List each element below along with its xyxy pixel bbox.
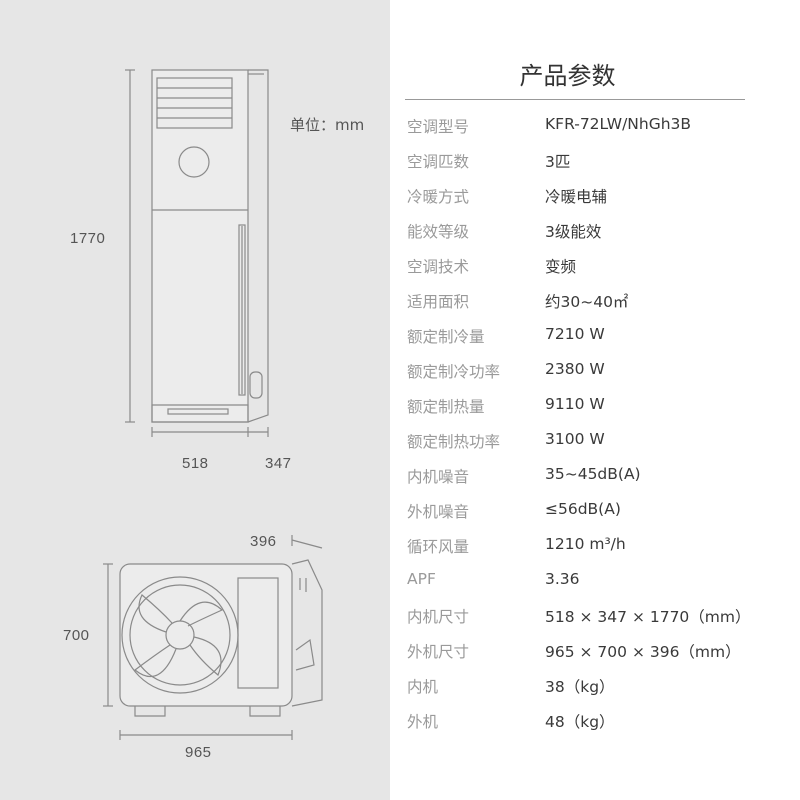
spec-value: 1210 m³/h (545, 535, 626, 553)
spec-key: 内机尺寸 (407, 608, 470, 626)
outdoor-width-label: 965 (185, 744, 212, 761)
spec-key: 空调匹数 (407, 153, 470, 171)
spec-panel: 产品参数 空调型号 KFR-72LW/NhGh3B 空调匹数 3匹冷暖方式 冷暖电辅能效… (390, 0, 800, 800)
spec-key: 外机 (407, 713, 439, 731)
dimension-diagram (103, 69, 323, 740)
spec-value: 3.36 (545, 570, 580, 588)
spec-value: 2380 W (545, 360, 605, 378)
indoor-width-label: 518 (182, 455, 209, 472)
spec-key: 空调型号 (407, 118, 470, 136)
spec-row: 冷暖方式 冷暖电辅 (390, 185, 800, 220)
spec-divider (405, 99, 745, 100)
spec-row: 额定制冷功率 2380 W (390, 360, 800, 395)
spec-key: 能效等级 (407, 223, 470, 241)
spec-value: 7210 W (545, 325, 605, 343)
spec-value: 9110 W (545, 395, 605, 413)
spec-title: 产品参数 (519, 62, 616, 90)
spec-row: 外机 48（kg） (390, 710, 800, 745)
indoor-depth-label: 347 (265, 455, 292, 472)
dimension-diagram-panel: 单位：mm 1770 518 347 396 700 965 (0, 0, 390, 800)
spec-value: 变频 (545, 258, 577, 276)
spec-key: 额定制热量 (407, 398, 485, 416)
spec-key: 额定制冷功率 (407, 363, 501, 381)
spec-row: 内机尺寸 518 × 347 × 1770（mm） (390, 605, 800, 640)
spec-row: 额定制冷量 7210 W (390, 325, 800, 360)
spec-key: 额定制冷量 (407, 328, 485, 346)
spec-row: 外机噪音 ≤56dB(A) (390, 500, 800, 535)
spec-row: 能效等级 3级能效 (390, 220, 800, 255)
spec-row: 额定制热量 9110 W (390, 395, 800, 430)
spec-key: 外机噪音 (407, 503, 470, 521)
unit-label: 单位：mm (290, 116, 365, 134)
spec-value: ≤56dB(A) (545, 500, 621, 518)
spec-value: 48（kg） (545, 713, 615, 731)
spec-key: 额定制热功率 (407, 433, 501, 451)
spec-row: 内机 38（kg） (390, 675, 800, 710)
spec-value: KFR-72LW/NhGh3B (545, 115, 692, 133)
spec-key: 内机噪音 (407, 468, 470, 486)
spec-key: 内机 (407, 678, 439, 696)
spec-value: 35~45dB(A) (545, 465, 641, 483)
outdoor-unit-drawing (103, 535, 323, 740)
spec-value: 3100 W (545, 430, 605, 448)
indoor-height-label: 1770 (70, 230, 106, 247)
spec-value: 冷暖电辅 (545, 188, 608, 206)
spec-key: 空调技术 (407, 258, 470, 276)
spec-value: 3级能效 (545, 223, 602, 241)
spec-value: 38（kg） (545, 678, 615, 696)
spec-value: 518 × 347 × 1770（mm） (545, 608, 751, 626)
spec-key: 外机尺寸 (407, 643, 470, 661)
indoor-unit-drawing (125, 69, 269, 437)
spec-value: 3匹 (545, 153, 571, 171)
spec-key: APF (407, 570, 436, 588)
spec-row: 空调技术 变频 (390, 255, 800, 290)
spec-key: 适用面积 (407, 293, 470, 311)
spec-key: 冷暖方式 (407, 188, 470, 206)
spec-row: 适用面积 约30~40㎡ (390, 290, 800, 325)
spec-value: 约30~40㎡ (545, 293, 629, 311)
spec-row: APF 3.36 (390, 570, 800, 605)
spec-table: 空调型号 KFR-72LW/NhGh3B 空调匹数 3匹冷暖方式 冷暖电辅能效等级 3级能… (390, 115, 800, 745)
outdoor-height-label: 700 (63, 627, 90, 644)
spec-row: 外机尺寸 965 × 700 × 396（mm） (390, 640, 800, 675)
outdoor-depth-label: 396 (250, 533, 277, 550)
spec-row: 空调型号 KFR-72LW/NhGh3B (390, 115, 800, 150)
spec-value: 965 × 700 × 396（mm） (545, 643, 741, 661)
spec-row: 循环风量 1210 m³/h (390, 535, 800, 570)
spec-row: 额定制热功率 3100 W (390, 430, 800, 465)
spec-row: 空调匹数 3匹 (390, 150, 800, 185)
spec-row: 内机噪音 35~45dB(A) (390, 465, 800, 500)
spec-key: 循环风量 (407, 538, 470, 556)
